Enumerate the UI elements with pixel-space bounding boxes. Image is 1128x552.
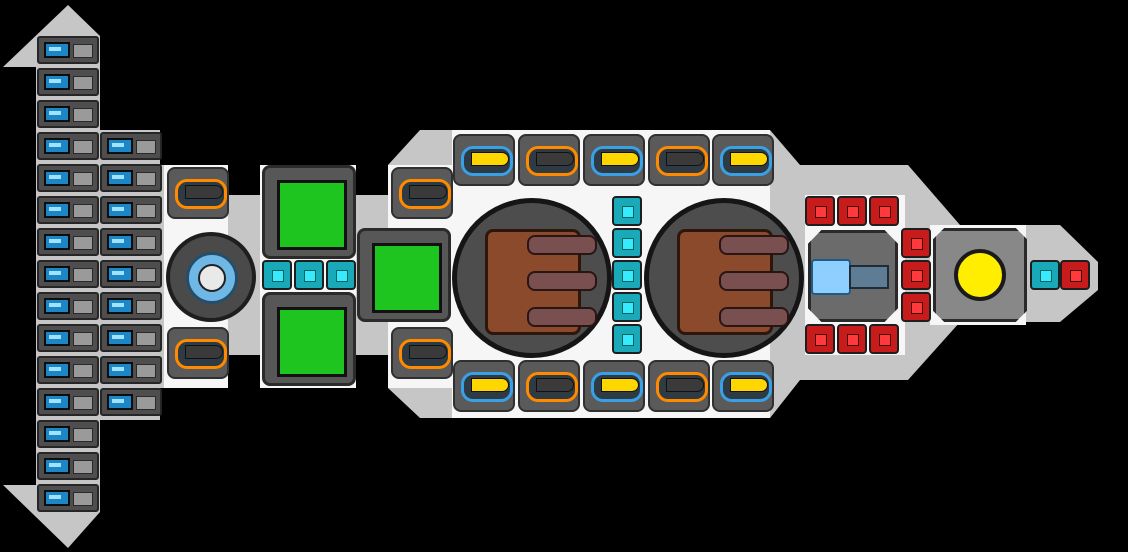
ammo-icon[interactable] bbox=[901, 228, 931, 258]
thruster-icon[interactable] bbox=[37, 100, 99, 128]
thruster-icon[interactable] bbox=[37, 132, 99, 160]
thruster-icon[interactable] bbox=[100, 228, 162, 256]
turret-icon[interactable] bbox=[583, 360, 645, 412]
thruster-icon[interactable] bbox=[37, 196, 99, 224]
engine-icon[interactable] bbox=[808, 230, 898, 322]
thruster-icon[interactable] bbox=[37, 36, 99, 64]
conduit-icon[interactable] bbox=[1030, 260, 1060, 290]
thruster-icon[interactable] bbox=[100, 260, 162, 288]
conduit-icon[interactable] bbox=[262, 260, 292, 290]
conduit-icon[interactable] bbox=[294, 260, 324, 290]
thruster-icon[interactable] bbox=[37, 164, 99, 192]
conduit-icon[interactable] bbox=[612, 292, 642, 322]
thruster-icon[interactable] bbox=[100, 388, 162, 416]
turret-icon[interactable] bbox=[518, 134, 580, 186]
thruster-icon[interactable] bbox=[37, 228, 99, 256]
shield-generator-icon[interactable] bbox=[262, 292, 356, 386]
ammo-icon[interactable] bbox=[901, 260, 931, 290]
heavy-cannon-icon[interactable] bbox=[452, 198, 612, 358]
thruster-icon[interactable] bbox=[100, 164, 162, 192]
turret-icon[interactable] bbox=[391, 167, 453, 219]
ammo-icon[interactable] bbox=[837, 324, 867, 354]
thruster-icon[interactable] bbox=[37, 292, 99, 320]
thruster-icon[interactable] bbox=[100, 324, 162, 352]
conduit-icon[interactable] bbox=[612, 196, 642, 226]
thruster-icon[interactable] bbox=[37, 484, 99, 512]
turret-icon[interactable] bbox=[453, 134, 515, 186]
thruster-icon[interactable] bbox=[37, 324, 99, 352]
thruster-icon[interactable] bbox=[100, 292, 162, 320]
ammo-icon[interactable] bbox=[869, 324, 899, 354]
sensor-dome-icon[interactable] bbox=[166, 232, 256, 322]
conduit-icon[interactable] bbox=[612, 228, 642, 258]
ammo-icon[interactable] bbox=[1060, 260, 1090, 290]
turret-icon[interactable] bbox=[453, 360, 515, 412]
turret-icon[interactable] bbox=[167, 327, 229, 379]
ammo-icon[interactable] bbox=[805, 196, 835, 226]
turret-icon[interactable] bbox=[712, 360, 774, 412]
turret-icon[interactable] bbox=[712, 134, 774, 186]
thruster-icon[interactable] bbox=[37, 68, 99, 96]
thruster-icon[interactable] bbox=[100, 356, 162, 384]
turret-icon[interactable] bbox=[648, 134, 710, 186]
ammo-icon[interactable] bbox=[869, 196, 899, 226]
turret-icon[interactable] bbox=[391, 327, 453, 379]
ammo-icon[interactable] bbox=[837, 196, 867, 226]
turret-icon[interactable] bbox=[167, 167, 229, 219]
conduit-icon[interactable] bbox=[612, 260, 642, 290]
ammo-icon[interactable] bbox=[901, 292, 931, 322]
reactor-icon[interactable] bbox=[933, 228, 1027, 322]
shield-generator-icon[interactable] bbox=[357, 228, 451, 322]
conduit-icon[interactable] bbox=[612, 324, 642, 354]
shield-generator-icon[interactable] bbox=[262, 165, 356, 259]
ammo-icon[interactable] bbox=[805, 324, 835, 354]
thruster-icon[interactable] bbox=[100, 196, 162, 224]
thruster-icon[interactable] bbox=[37, 260, 99, 288]
heavy-cannon-icon[interactable] bbox=[644, 198, 804, 358]
thruster-icon[interactable] bbox=[37, 356, 99, 384]
conduit-icon[interactable] bbox=[326, 260, 356, 290]
thruster-icon[interactable] bbox=[37, 452, 99, 480]
turret-icon[interactable] bbox=[518, 360, 580, 412]
turret-icon[interactable] bbox=[583, 134, 645, 186]
thruster-icon[interactable] bbox=[100, 132, 162, 160]
thruster-icon[interactable] bbox=[37, 420, 99, 448]
turret-icon[interactable] bbox=[648, 360, 710, 412]
thruster-icon[interactable] bbox=[37, 388, 99, 416]
